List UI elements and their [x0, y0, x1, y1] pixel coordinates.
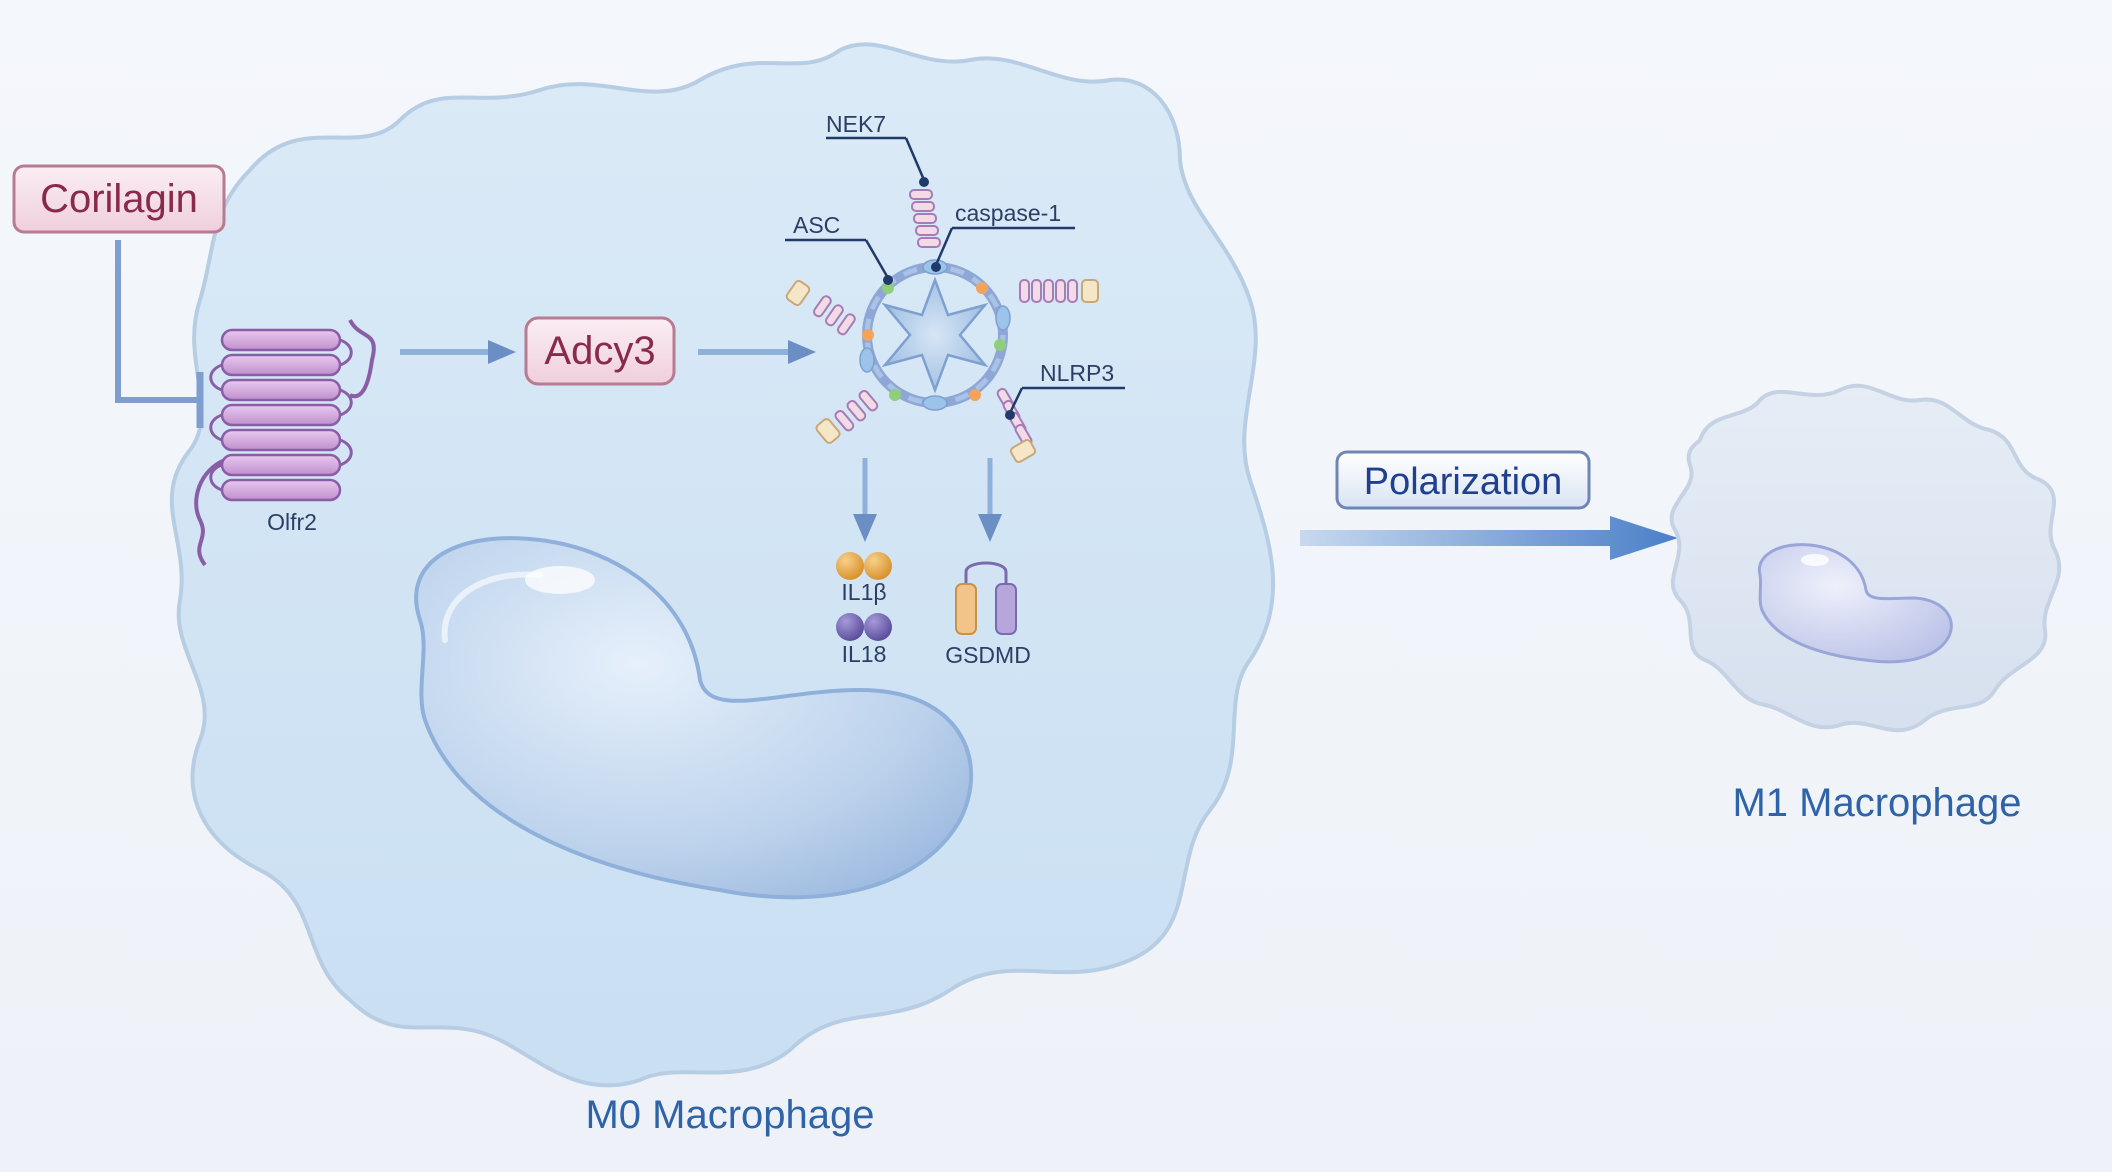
nlrp3-label: NLRP3	[1040, 360, 1114, 386]
polarization-label: Polarization	[1364, 461, 1563, 503]
m1-cell-membrane	[1669, 383, 2062, 733]
m0-macrophage-label: M0 Macrophage	[585, 1093, 874, 1137]
asc-label: ASC	[793, 212, 840, 238]
il1b-molecule: IL1β	[836, 552, 892, 605]
m0-nucleus	[414, 536, 974, 900]
m0-cell-membrane	[169, 42, 1276, 1088]
gsdmd-label: GSDMD	[945, 642, 1031, 668]
m1-macrophage-label: M1 Macrophage	[1732, 781, 2021, 825]
olfr2-label: Olfr2	[267, 509, 317, 535]
polarization-box: Polarization	[1335, 450, 1591, 510]
olfr2-receptor: Olfr2	[194, 318, 376, 567]
arrow-to-gsdmd	[978, 458, 1002, 542]
nlrp3-inflammasome: NEK7 ASC caspase-1 NLRP3	[785, 111, 1125, 463]
il18-label: IL18	[842, 641, 887, 667]
gsdmd-protein: GSDMD	[945, 561, 1031, 668]
polarization-arrow	[1300, 516, 1678, 560]
nek7-label: NEK7	[826, 111, 886, 137]
caspase1-label: caspase-1	[955, 200, 1061, 226]
inflammasome-core-star	[881, 276, 989, 394]
adcy3-box: Adcy3	[524, 316, 676, 386]
il1b-label: IL1β	[841, 579, 886, 605]
arrow-olfr2-to-adcy3	[400, 340, 516, 364]
adcy3-label: Adcy3	[544, 329, 655, 373]
inhibition-line	[115, 240, 204, 428]
il18-molecule: IL18	[836, 613, 892, 667]
m1-nucleus	[1757, 543, 1953, 664]
corilagin-box: Corilagin	[12, 164, 226, 234]
corilagin-label: Corilagin	[40, 177, 198, 221]
arrow-to-cytokines	[853, 458, 877, 542]
arrow-adcy3-to-inflammasome	[698, 340, 816, 364]
